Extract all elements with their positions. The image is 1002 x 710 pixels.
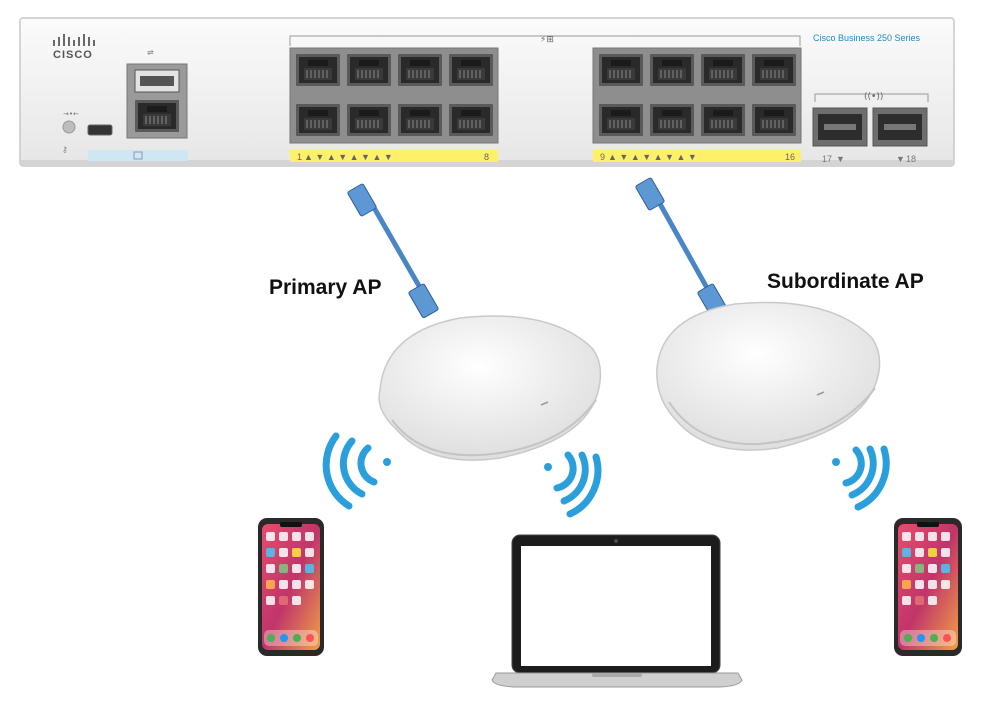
port-strip-a	[290, 150, 498, 162]
sfp-icon: ((•))	[864, 92, 883, 102]
console-port[interactable]	[134, 99, 180, 133]
port-led-marks-a: ▲ ▼ ▲ ▼ ▲ ▼ ▲ ▼	[304, 152, 393, 162]
sfp-arrow-right: ▼	[896, 154, 905, 164]
port-start-b: 9	[600, 152, 605, 162]
primary-access-point[interactable]	[378, 315, 602, 461]
port-7[interactable]	[448, 53, 494, 87]
port-14[interactable]	[700, 103, 746, 137]
brand-text: CISCO	[53, 49, 93, 61]
subordinate-ap-label: Subordinate AP	[767, 270, 924, 293]
port-6[interactable]	[397, 103, 443, 137]
port-start-a: 1	[297, 152, 302, 162]
ethernet-cable-primary	[347, 183, 439, 319]
smartphone-right[interactable]	[894, 518, 962, 656]
reset-button[interactable]	[62, 120, 76, 134]
port-3[interactable]	[346, 53, 392, 87]
wifi-signal-right-icon	[832, 445, 890, 511]
reset-icon: →•←	[63, 110, 79, 118]
usb-icon: ⇌	[147, 48, 154, 57]
port-4[interactable]	[346, 103, 392, 137]
laptop[interactable]	[491, 534, 743, 688]
port-13[interactable]	[700, 53, 746, 87]
port-block-1-8	[289, 47, 499, 144]
key-icon: ⚷	[62, 145, 68, 154]
subordinate-access-point[interactable]	[656, 301, 881, 451]
port-12[interactable]	[649, 103, 695, 137]
port-16[interactable]	[751, 103, 797, 137]
primary-ap-label: Primary AP	[269, 276, 382, 299]
sfp-label-right: 18	[906, 154, 916, 164]
sfp-label-left: 17	[822, 154, 832, 164]
smartphone-left[interactable]	[258, 518, 324, 656]
ethernet-cable-subordinate	[635, 177, 728, 319]
port-led-marks-b: ▲ ▼ ▲ ▼ ▲ ▼ ▲ ▼	[608, 152, 697, 162]
port-strip-b	[593, 150, 801, 162]
wifi-signal-center-icon	[544, 451, 602, 518]
usb-label-strip	[88, 150, 188, 161]
mini-usb-port[interactable]	[87, 124, 113, 136]
port-11[interactable]	[649, 53, 695, 87]
sfp-port-18[interactable]	[872, 107, 928, 147]
wifi-signal-left-icon	[322, 432, 391, 510]
port-2[interactable]	[295, 103, 341, 137]
series-text: Cisco Business 250 Series	[813, 33, 921, 43]
port-end-b: 16	[785, 152, 795, 162]
network-switch: CISCO →•← ⚷ ⇌ ⚡⊞ Cisco Business 250 Seri…	[19, 17, 955, 167]
port-9[interactable]	[598, 53, 644, 87]
sfp-arrow-left: ▼	[836, 154, 845, 164]
port-block-9-16	[592, 47, 802, 144]
cisco-logo	[53, 34, 95, 46]
port-5[interactable]	[397, 53, 443, 87]
port-1[interactable]	[295, 53, 341, 87]
sfp-port-17[interactable]	[812, 107, 868, 147]
network-icon: ⚡⊞	[540, 35, 554, 45]
port-15[interactable]	[751, 53, 797, 87]
port-8[interactable]	[448, 103, 494, 137]
port-10[interactable]	[598, 103, 644, 137]
port-end-a: 8	[484, 152, 489, 162]
